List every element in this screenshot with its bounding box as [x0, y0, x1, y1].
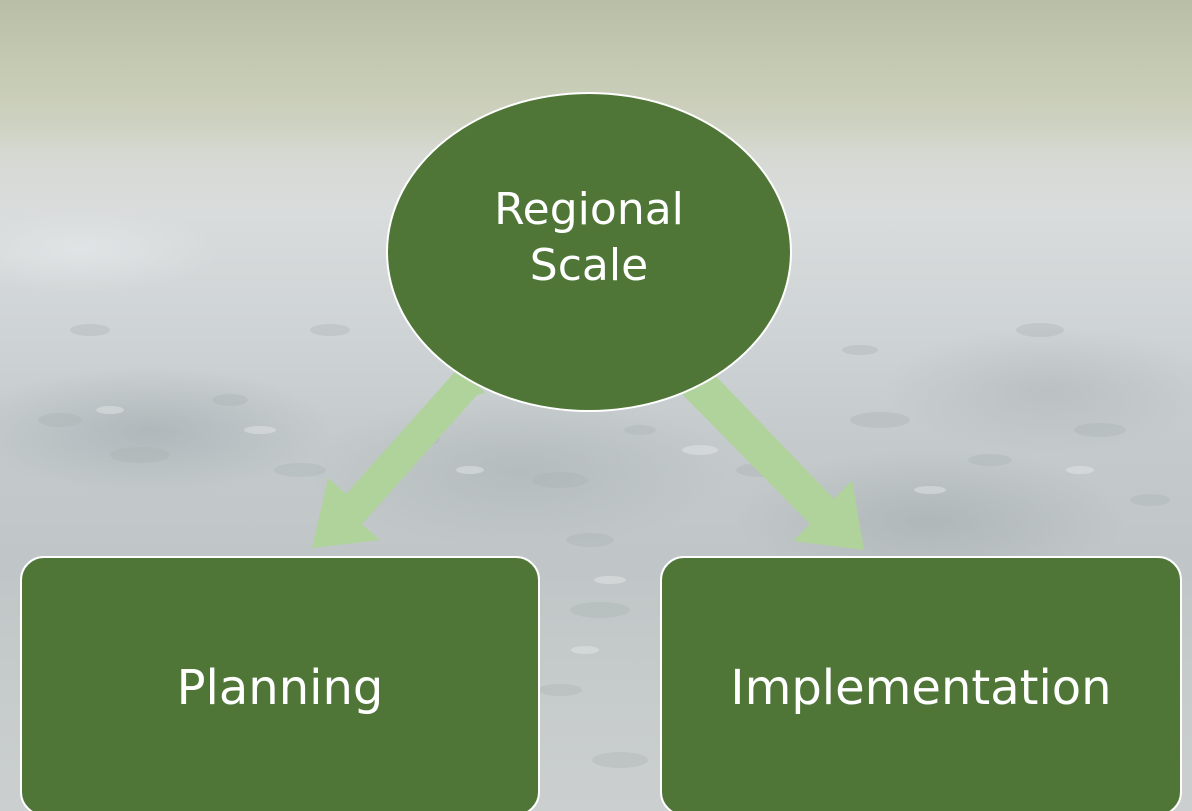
regional-scale-label-line1: Regional	[494, 184, 684, 235]
implementation-node: Implementation	[660, 556, 1182, 811]
planning-node: Planning	[20, 556, 540, 811]
regional-scale-label: Regional Scale	[494, 182, 684, 294]
planning-label: Planning	[176, 660, 384, 716]
implementation-label: Implementation	[730, 660, 1112, 716]
regional-scale-node: Regional Scale	[386, 92, 792, 412]
regional-scale-label-line2: Scale	[529, 240, 649, 291]
